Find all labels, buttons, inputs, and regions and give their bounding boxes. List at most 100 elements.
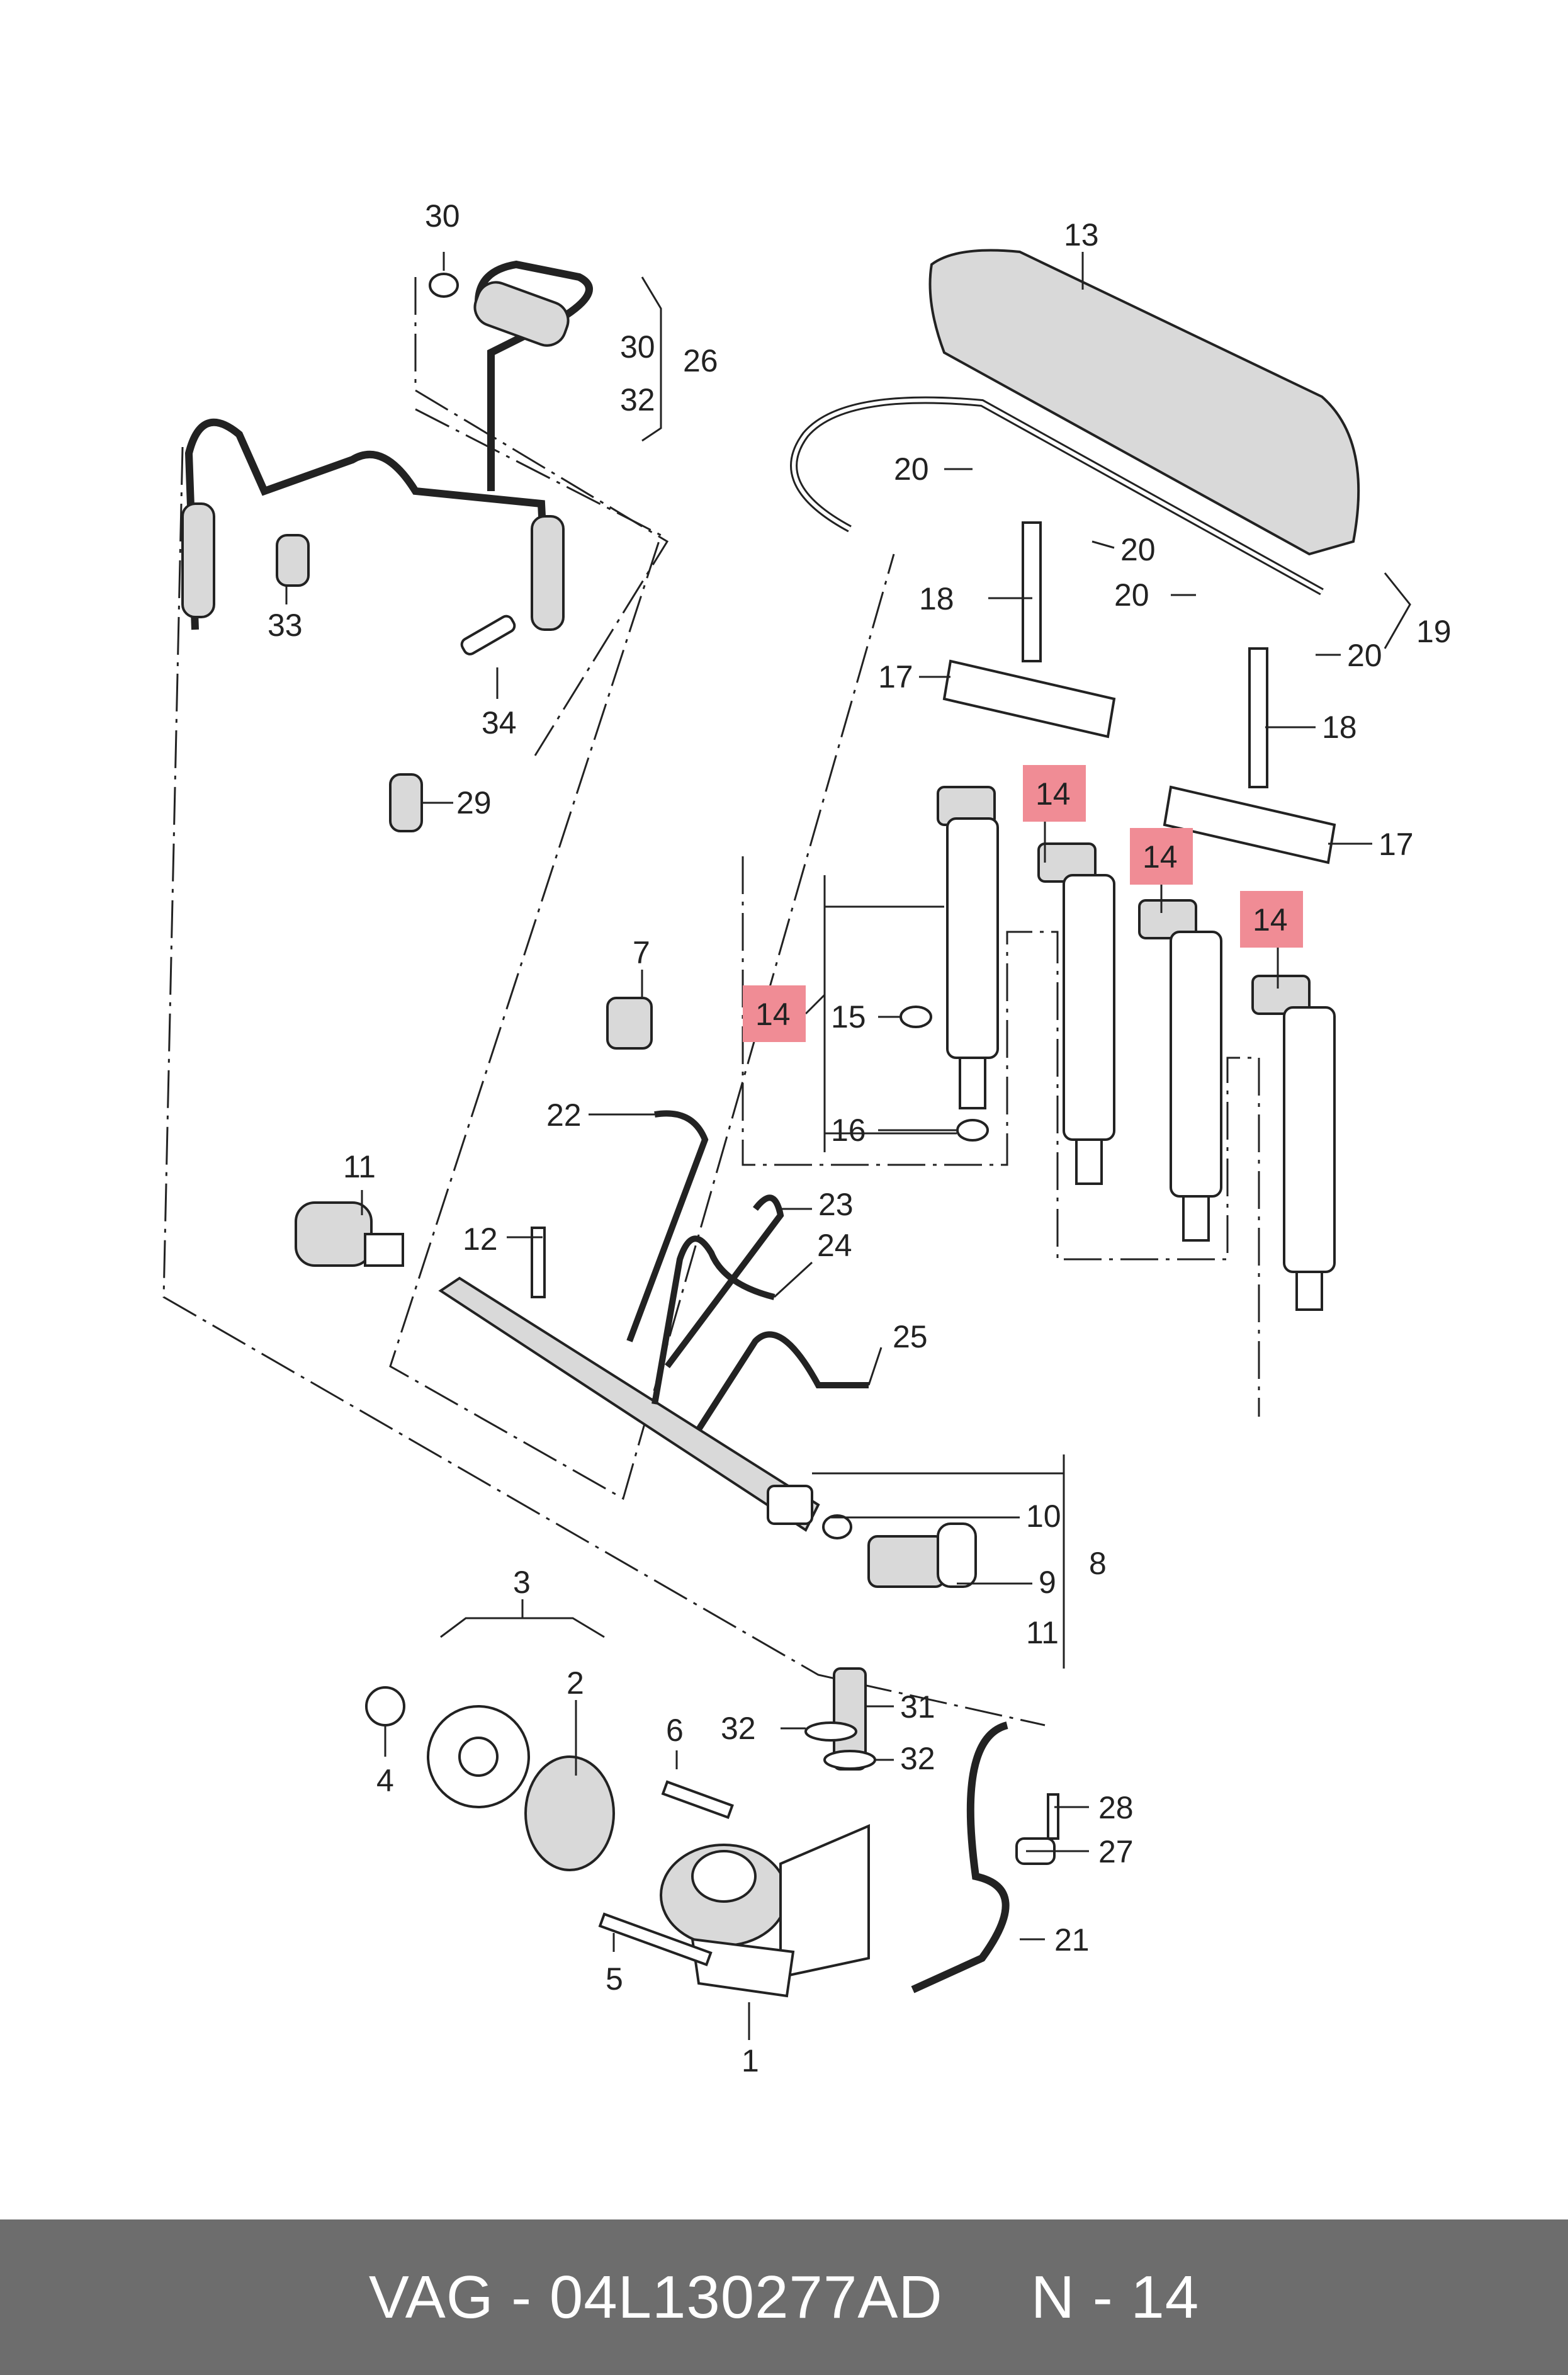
callout-10: 10 <box>1026 1499 1061 1534</box>
injector-2 <box>1037 842 1115 1185</box>
callout-8: 8 <box>1089 1546 1107 1581</box>
callout-27: 27 <box>1098 1834 1134 1869</box>
bolt-6 <box>661 1780 734 1819</box>
callout-29: 29 <box>456 785 492 820</box>
callout-26: 26 <box>683 343 718 378</box>
callout-21: 21 <box>1054 1922 1090 1958</box>
callout-9: 9 <box>1039 1565 1056 1600</box>
callout-24: 24 <box>817 1228 852 1263</box>
callout-22: 22 <box>546 1097 582 1133</box>
part-number: VAG - 04L130277AD <box>368 2263 943 2331</box>
rail-fitting <box>767 1485 813 1525</box>
bolt-28 <box>1047 1793 1059 1840</box>
callout-17-left: 17 <box>878 659 913 694</box>
callout-25: 25 <box>893 1319 928 1354</box>
callout-15: 15 <box>831 999 866 1034</box>
o-ring-15 <box>900 1006 932 1028</box>
hose-section-right <box>531 515 565 631</box>
hose-33 <box>276 534 310 587</box>
callout-11-sensor: 11 <box>343 1149 376 1184</box>
callout-16: 16 <box>831 1113 866 1148</box>
hose-section-26 <box>473 281 570 347</box>
pressure-sensor <box>295 1201 404 1267</box>
return-hose-main <box>184 418 551 630</box>
callout-4: 4 <box>376 1763 394 1798</box>
injector-4 <box>1251 975 1336 1311</box>
callout-20c: 20 <box>1114 577 1149 613</box>
callout-14b: 14 <box>1035 776 1071 812</box>
bolt-34 <box>460 615 516 655</box>
callout-18-left: 18 <box>919 581 954 616</box>
callout-32-right: 32 <box>900 1741 935 1776</box>
highlight-box-14c <box>1130 828 1193 885</box>
callout-13: 13 <box>1064 217 1099 252</box>
hose-section-left <box>181 502 215 618</box>
highlight-box-14d <box>1240 891 1303 948</box>
callout-18-right: 18 <box>1322 710 1357 745</box>
high-pressure-pump <box>660 1823 870 1998</box>
dash-frame-return <box>162 446 1046 1726</box>
callout-11-rail: 11 <box>1026 1615 1059 1650</box>
callout-33: 33 <box>268 608 303 643</box>
injector-cover <box>928 249 1360 556</box>
injector-1 <box>937 786 999 1109</box>
bolt-right <box>1248 647 1268 788</box>
callout-1: 1 <box>742 2043 759 2078</box>
page-reference: N - 14 <box>1030 2263 1200 2331</box>
part-number-footer: VAG - 04L130277AD N - 14 <box>0 2219 1568 2375</box>
seal-16 <box>956 1119 989 1142</box>
injector-line-25 <box>696 1331 869 1431</box>
clamp-right <box>1163 785 1336 864</box>
injector-3 <box>1138 899 1222 1242</box>
callout-17-right: 17 <box>1379 827 1414 862</box>
callout-31: 31 <box>900 1689 935 1725</box>
callout-19: 19 <box>1416 614 1452 649</box>
leak-off-line-inner <box>792 398 1323 594</box>
highlight-box-14a <box>743 985 806 1042</box>
hub <box>524 1755 615 1871</box>
callout-14a: 14 <box>755 997 791 1032</box>
pressure-regulating-valve <box>867 1522 977 1588</box>
callout-28: 28 <box>1098 1790 1134 1825</box>
hose-29 <box>389 773 423 832</box>
callout-2: 2 <box>567 1665 584 1701</box>
callout-6: 6 <box>666 1713 684 1748</box>
dash-frame-injectors <box>742 856 1260 1417</box>
return-hose-26 <box>475 260 593 491</box>
clip-32-lower <box>823 1750 876 1770</box>
exploded-parts-diagram: 1 2 3 4 5 6 7 8 9 10 11 11 12 13 14 14 1… <box>162 198 1452 2078</box>
callout-30-top: 30 <box>425 198 460 234</box>
callout-32-left: 32 <box>721 1711 756 1746</box>
injector-line-23 <box>665 1194 784 1368</box>
clamp-left <box>942 659 1116 739</box>
callout-34: 34 <box>482 705 517 740</box>
callout-20d: 20 <box>1347 638 1382 673</box>
leader-lines <box>285 252 1411 2040</box>
injector-line-24 <box>651 1235 776 1405</box>
callout-12: 12 <box>463 1222 498 1257</box>
highlight-box-14b <box>1023 765 1086 822</box>
callout-20a: 20 <box>894 451 929 487</box>
callout-20b: 20 <box>1120 532 1156 567</box>
bolt-left <box>1022 521 1042 662</box>
nut-4 <box>365 1686 405 1726</box>
dash-frame-return-top <box>414 277 669 756</box>
clip-32-upper <box>804 1721 857 1742</box>
callout-23: 23 <box>818 1187 854 1222</box>
sleeve-7 <box>606 997 653 1050</box>
return-line-21 <box>911 1721 1010 1993</box>
dash-frame-left <box>389 408 895 1500</box>
bolt-12 <box>531 1227 546 1298</box>
clip-30 <box>429 273 459 298</box>
callout-3: 3 <box>513 1565 531 1600</box>
sprocket-centre <box>458 1737 499 1777</box>
fuel-rail <box>438 1276 820 1532</box>
bolt-5 <box>598 1912 713 1966</box>
callout-14d: 14 <box>1253 902 1288 938</box>
injector-line-22 <box>626 1110 709 1342</box>
callout-30-bracket: 30 <box>620 329 655 365</box>
seal-ring-10 <box>822 1514 852 1539</box>
callout-14c: 14 <box>1142 839 1178 875</box>
callout-7: 7 <box>633 935 650 970</box>
callout-5: 5 <box>606 1961 623 1997</box>
